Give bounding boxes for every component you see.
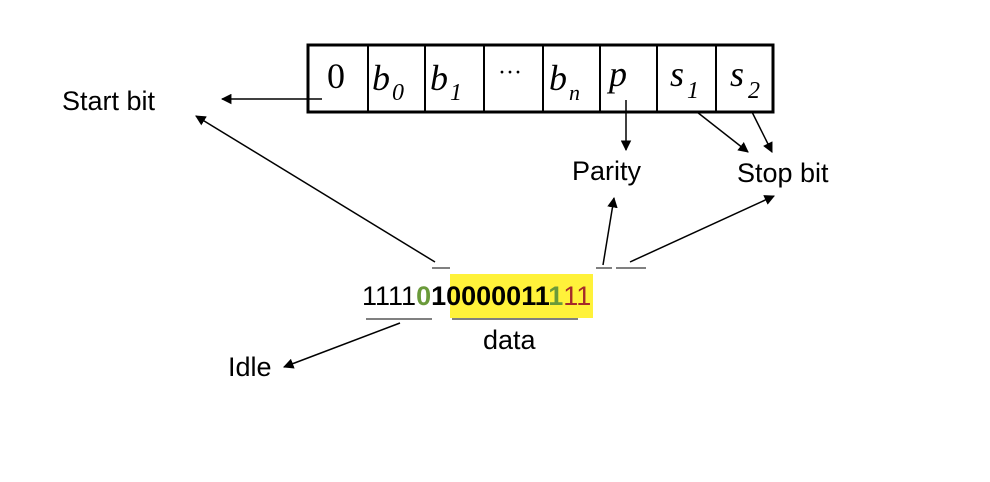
idle-bits: 1111 xyxy=(362,281,416,311)
frame-cell-b1: b1 xyxy=(430,58,462,106)
start-bit-label: Start bit xyxy=(62,86,156,116)
frame-cell-bn: bn xyxy=(549,58,580,105)
start-bit-value: 0 xyxy=(416,281,431,311)
frame-cell-start: 0 xyxy=(327,56,345,96)
stream-parity-arrow xyxy=(602,196,618,266)
stop-bit-arrow-s2 xyxy=(751,111,773,153)
frame-outline xyxy=(306,43,775,114)
data-highlight xyxy=(450,274,593,318)
stop-bit-label: Stop bit xyxy=(737,158,829,188)
stop-bit-arrow-s1 xyxy=(696,111,749,153)
parity-bit-value: 1 xyxy=(548,281,563,311)
stream-start-arrow xyxy=(195,115,436,263)
frame-cell-b0: b0 xyxy=(372,58,404,106)
idle-label: Idle xyxy=(228,352,272,382)
parity-label: Parity xyxy=(572,156,642,186)
data-bits: 10000011 xyxy=(431,281,550,311)
bitstream: 1111010000011111 xyxy=(362,281,591,311)
stop-bits-value: 11 xyxy=(563,281,591,311)
data-label: data xyxy=(483,325,537,355)
frame-cell-parity: p xyxy=(606,54,627,94)
stream-stop-arrow xyxy=(629,195,775,263)
frame-cell-ellipsis: ··· xyxy=(498,60,522,86)
stream-idle-arrow xyxy=(283,322,401,369)
